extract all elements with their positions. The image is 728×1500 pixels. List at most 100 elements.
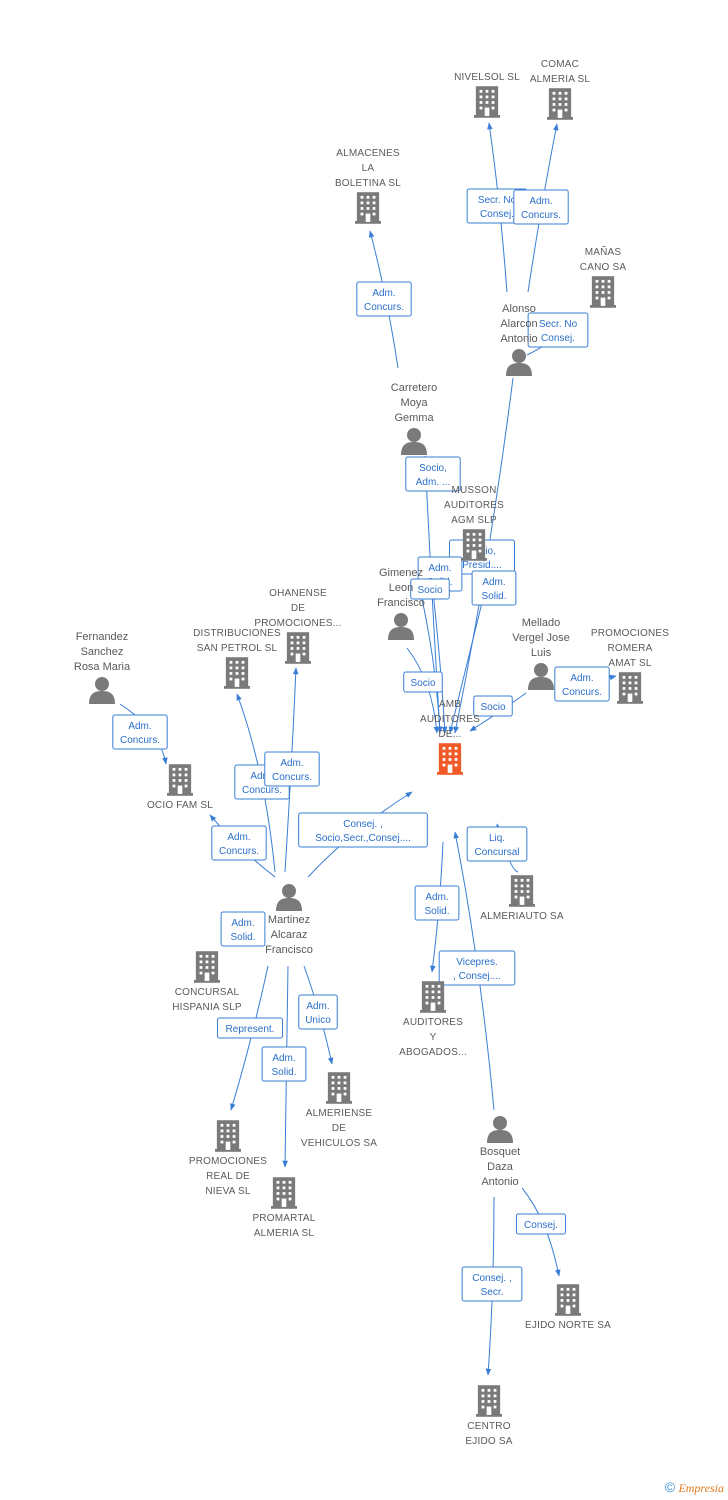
- copyright-icon: ©: [664, 1479, 676, 1495]
- building-icon: [437, 743, 463, 775]
- relation-label-text: Consej.: [541, 333, 575, 344]
- node-label-line: DE: [291, 603, 305, 614]
- node-label-line: MAÑAS: [585, 245, 622, 258]
- relation-label-box: [473, 695, 513, 717]
- node-label-line: EJIDO NORTE SA: [525, 1320, 611, 1331]
- relation-label-e5[interactable]: Socio,Adm. ...: [405, 456, 461, 492]
- relation-label-text: Adm.: [250, 771, 273, 782]
- company-node-nivelsol[interactable]: NIVELSOL SL: [454, 72, 520, 118]
- node-label-line: REAL DE: [206, 1171, 250, 1182]
- node-label-line: Francisco: [377, 597, 425, 609]
- person-icon: [276, 884, 302, 911]
- node-label-line: CONCURSAL: [175, 987, 240, 998]
- relation-label-text: Solid.: [230, 932, 255, 943]
- relation-label-text: Concursal: [474, 847, 519, 858]
- relation-label-box: [261, 1046, 307, 1082]
- node-label-line: DISTRIBUCIONES: [193, 628, 281, 639]
- relation-label-text: Concurs.: [242, 785, 282, 796]
- relation-label-text: Adm.: [306, 1001, 329, 1012]
- node-label-line: Gimenez: [379, 567, 423, 579]
- node-label-line: AGM SLP: [451, 515, 497, 526]
- relation-label-box: [403, 671, 443, 693]
- relation-label-e2[interactable]: Adm.Concurs.: [513, 189, 569, 225]
- relation-label-e13[interactable]: Adm.Concurs.: [112, 714, 168, 750]
- building-icon: [461, 529, 487, 561]
- relation-label-text: Liq.: [489, 833, 505, 844]
- relation-label-e3[interactable]: Adm.Concurs.: [356, 281, 412, 317]
- person-icon: [487, 1116, 513, 1143]
- company-node-amb[interactable]: AMBAUDITORESDE...: [420, 699, 480, 775]
- relation-label-box: [471, 570, 517, 606]
- company-node-ejido[interactable]: EJIDO NORTE SA: [525, 1284, 611, 1331]
- relation-label-text: Socio,Secr.,Consej....: [315, 833, 411, 844]
- relation-label-e15[interactable]: Adm.Concurs.: [264, 751, 320, 787]
- relation-label-e23[interactable]: Represent.: [217, 1017, 283, 1039]
- relation-label-e18[interactable]: Liq. Concursal: [466, 826, 528, 862]
- relation-label-e22[interactable]: Adm. Unico: [298, 994, 338, 1030]
- relation-label-e24[interactable]: Adm.Solid.: [261, 1046, 307, 1082]
- relation-label-e26[interactable]: Consej. ,Secr.: [461, 1266, 523, 1302]
- relation-label-text: Concurs.: [562, 687, 602, 698]
- relation-label-e8[interactable]: Adm.Solid.: [471, 570, 517, 606]
- relation-label-e10[interactable]: Socio: [403, 671, 443, 693]
- relation-label-text: Consej.: [524, 1220, 558, 1231]
- relation-label-e16[interactable]: Adm.Concurs.: [211, 825, 267, 861]
- node-label-line: Carretero: [391, 382, 437, 394]
- node-label-line: AUDITORES: [403, 1017, 463, 1028]
- relation-label-text: Concurs.: [120, 735, 160, 746]
- relation-label-text: Consej. ,: [472, 1273, 511, 1284]
- relation-label-box: [513, 189, 569, 225]
- relation-label-text: Adm.: [482, 577, 505, 588]
- relation-label-box: [356, 281, 412, 317]
- building-icon: [555, 1284, 581, 1316]
- relation-label-text: , Consej....: [453, 971, 501, 982]
- relation-label-box: [217, 1017, 283, 1039]
- relation-label-text: Solid.: [271, 1067, 296, 1078]
- building-icon: [285, 632, 311, 664]
- relation-label-box: [220, 911, 266, 947]
- company-node-auditores[interactable]: AUDITORESYABOGADOS...: [399, 981, 467, 1058]
- person-icon: [89, 677, 115, 704]
- relation-label-box: [211, 825, 267, 861]
- node-label-line: VEHICULOS SA: [301, 1138, 377, 1149]
- relation-label-e21[interactable]: Adm.Solid.: [220, 911, 266, 947]
- relation-label-text: Consej. ,: [343, 819, 382, 830]
- relation-label-text: Unico: [305, 1015, 331, 1026]
- relation-label-box: [466, 826, 528, 862]
- relation-label-e9[interactable]: Socio: [410, 578, 450, 600]
- relation-label-e12[interactable]: Adm.Concurs.: [554, 666, 610, 702]
- footer-brand: © Empresia: [665, 1479, 724, 1496]
- relation-label-e17[interactable]: Consej. , Socio,Secr.,Consej....: [298, 812, 428, 848]
- company-node-ociofam[interactable]: OCIO FAM SL: [147, 764, 213, 811]
- building-icon: [355, 192, 381, 224]
- relation-label-text: Adm. ...: [416, 477, 450, 488]
- company-node-ohanense[interactable]: OHANENSEDEPROMOCIONES...: [254, 588, 341, 664]
- node-label-line: CENTRO: [467, 1421, 510, 1432]
- relation-label-e11[interactable]: Socio: [473, 695, 513, 717]
- company-node-almeriauto[interactable]: ALMERIAUTO SA: [480, 875, 564, 922]
- relation-label-text: Consej.: [480, 209, 514, 220]
- relation-label-e25[interactable]: Consej.: [515, 1213, 567, 1235]
- relation-label-box: [438, 950, 516, 986]
- relation-label-e19[interactable]: Adm.Solid.: [414, 885, 460, 921]
- relation-label-e20[interactable]: Vicepres., Consej....: [438, 950, 516, 986]
